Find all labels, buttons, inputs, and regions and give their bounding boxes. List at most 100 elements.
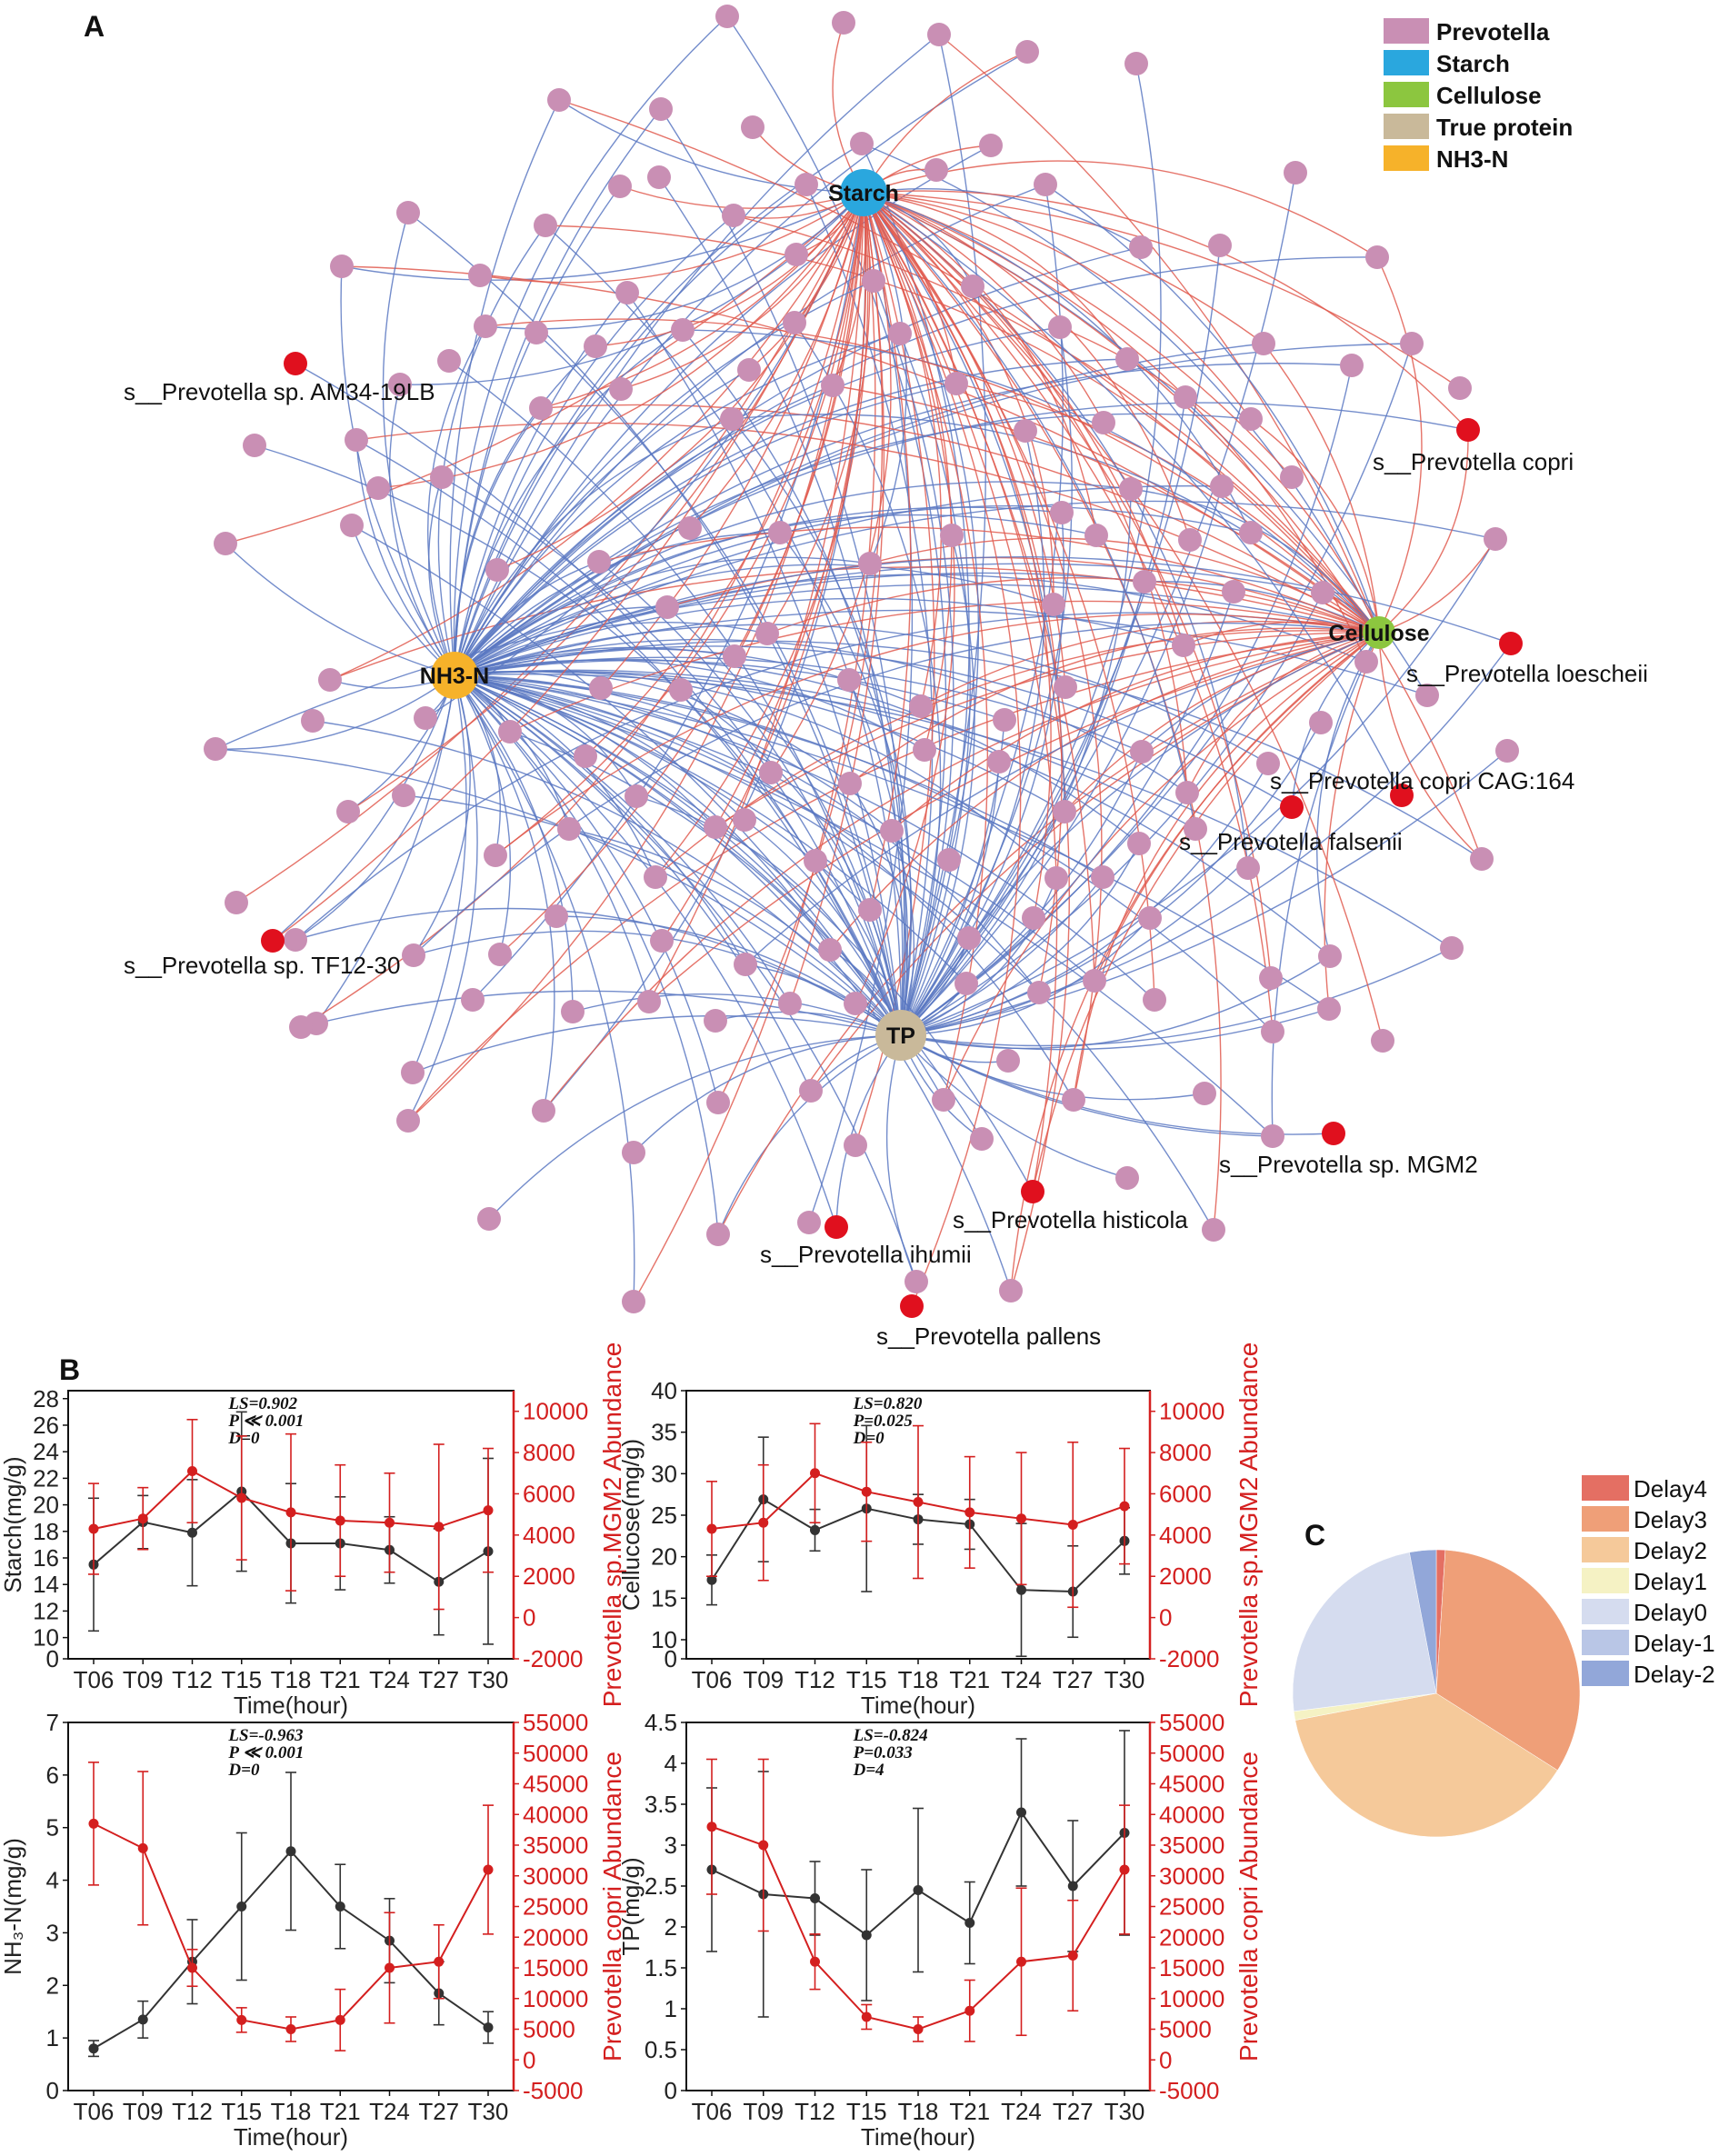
- y-tick-label: 0.5: [645, 2036, 677, 2063]
- y2-tick-label: 20000: [1159, 1923, 1224, 1951]
- y-tick-label: 26: [33, 1412, 59, 1439]
- network-edge: [413, 674, 471, 956]
- prevotella-node: [979, 134, 1003, 157]
- prevotella-node: [589, 676, 613, 700]
- prevotella-node: [832, 11, 855, 35]
- network-edge: [829, 632, 1380, 951]
- network-edge: [648, 632, 1380, 1003]
- network-edge: [329, 192, 864, 681]
- prevotella-node: [1054, 675, 1077, 699]
- network-edge: [595, 192, 864, 347]
- legend-swatch-true-protein: [1384, 114, 1429, 139]
- prevotella-node: [557, 817, 581, 841]
- y-axis-label: Cellucose(mg/g): [617, 1439, 645, 1611]
- network-edge: [454, 345, 596, 676]
- network-edge: [863, 192, 953, 751]
- tp-chart: 00.511.522.533.544.5-5000050001000015000…: [617, 1709, 1263, 2151]
- y2-axis-label: Prevotella copri Abundance: [598, 1752, 626, 2061]
- y2-tick-label: 25000: [1159, 1893, 1224, 1921]
- prevotella-node: [430, 465, 454, 489]
- x-tick-label: T18: [271, 2098, 312, 2125]
- network-edge: [1186, 632, 1380, 794]
- prevotella-node: [704, 1009, 727, 1033]
- pie-legend-swatch: [1582, 1599, 1629, 1624]
- prevotella-node: [858, 898, 882, 922]
- network-edge: [717, 632, 1380, 1235]
- network-edge: [1032, 632, 1380, 1193]
- prevotella-node: [1014, 419, 1037, 443]
- y2-tick-label: 0: [1159, 1604, 1172, 1632]
- network-edge: [633, 1034, 902, 1153]
- y-tick-label: 2: [46, 1971, 59, 1999]
- x-tick-label: T12: [172, 2098, 213, 2125]
- network-edge: [454, 674, 893, 832]
- hub-label-tp: TP: [886, 1023, 915, 1049]
- y-tick-label: 3: [46, 1919, 59, 1946]
- prevotella-node: [795, 173, 818, 196]
- network-edge: [734, 192, 864, 657]
- x-tick-label: T09: [743, 1666, 784, 1693]
- prevotella-node: [534, 214, 557, 237]
- network-edge: [454, 674, 512, 955]
- network-edge: [454, 333, 901, 676]
- network-edge: [449, 99, 560, 676]
- pie-legend-label: Delay-1: [1634, 1630, 1715, 1657]
- network-edge: [454, 481, 1132, 676]
- prevotella-node: [671, 318, 695, 342]
- network-edge: [454, 413, 1252, 676]
- hub-node-tp: [875, 1010, 926, 1061]
- prevotella-node: [525, 321, 548, 344]
- prevotella-node: [529, 396, 553, 420]
- data-point: [236, 2014, 247, 2025]
- species-labels: s__Prevotella sp. AM34-19LB s__Prevotell…: [124, 378, 1648, 1350]
- legend-label: Starch: [1436, 50, 1510, 77]
- prevotella-node: [778, 992, 802, 1015]
- data-point: [861, 1486, 872, 1497]
- data-point: [810, 1524, 820, 1535]
- y2-tick-label: -5000: [523, 2077, 584, 2104]
- y-tick-label: 1: [46, 2024, 59, 2051]
- hub-node-nh3: [431, 652, 478, 699]
- stat-annotation: D=0: [227, 1429, 260, 1448]
- prevotella-node: [655, 595, 679, 619]
- x-tick-label: T09: [123, 2098, 164, 2125]
- data-point: [964, 1918, 975, 1928]
- data-point: [187, 1962, 197, 1973]
- network-nodes: [204, 5, 1523, 1318]
- data-point: [706, 1574, 717, 1585]
- time-series-panel: B 010121416182022242628-2000020004000600…: [0, 1343, 1263, 2151]
- prevotella-node: [545, 904, 568, 928]
- network-edge: [863, 192, 1403, 796]
- stat-annotation: LS=-0.824: [853, 1726, 928, 1745]
- y2-tick-label: 10000: [1159, 1398, 1224, 1425]
- species-label: s__Prevotella sp. AM34-19LB: [124, 378, 435, 405]
- delay-pie-chart: [1292, 1549, 1581, 1838]
- prevotella-node: [402, 943, 425, 967]
- network-edge: [863, 190, 1469, 431]
- network-edge: [863, 192, 1252, 420]
- y2-tick-label: -5000: [1159, 2077, 1220, 2104]
- data-point: [137, 2014, 148, 2025]
- x-axis-label: Time(hour): [861, 1692, 975, 1719]
- data-point: [1067, 1951, 1078, 1961]
- x-tick-label: T09: [123, 1666, 164, 1693]
- prevotella-node: [608, 175, 632, 198]
- network-edge: [900, 172, 1296, 1036]
- prevotella-node: [1340, 354, 1364, 377]
- y2-tick-label: 15000: [523, 1954, 588, 1981]
- prevotella-node: [1259, 966, 1283, 990]
- network-edge: [805, 184, 934, 1036]
- network-edge: [558, 99, 1380, 634]
- prevotella-node: [644, 865, 667, 889]
- prevotella-node: [954, 972, 978, 995]
- prevotella-node: [669, 678, 693, 702]
- prevotella-node: [1044, 866, 1068, 890]
- data-point: [137, 1842, 148, 1853]
- y2-axis-label: Prevotella copri Abundance: [1234, 1752, 1263, 2061]
- prevotella-node: [1092, 411, 1115, 434]
- cellulose-chart: 010152025303540-200002000400060008000100…: [617, 1343, 1263, 1719]
- prevotella-node: [1184, 817, 1207, 841]
- network-edge: [900, 581, 1145, 1036]
- hub-node-cellulose: [1363, 616, 1395, 649]
- network-edge: [900, 34, 986, 1036]
